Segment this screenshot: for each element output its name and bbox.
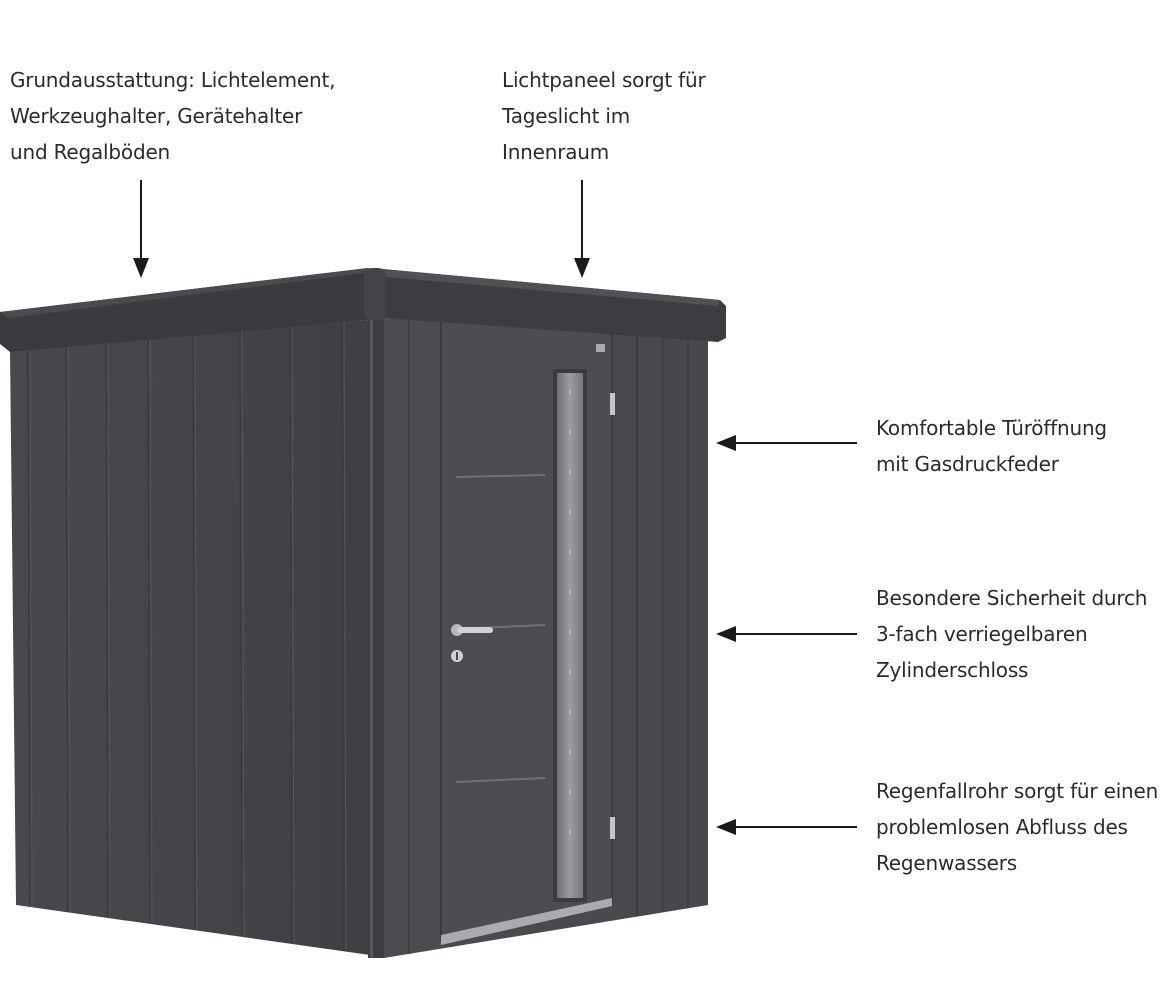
annotation-line: Regenwassers [876, 851, 1017, 875]
door-badge [596, 344, 605, 352]
annotation-line: mit Gasdruckfeder [876, 452, 1059, 476]
annotation-line: Besondere Sicherheit durch [876, 586, 1148, 610]
annotation-line: Innenraum [502, 140, 610, 164]
annotation-line: Werkzeughalter, Gerätehalter [10, 104, 303, 128]
shed-roof [0, 268, 726, 352]
hinge-bottom [610, 817, 615, 839]
annotation-line: Grundausstattung: Lichtelement, [10, 68, 336, 92]
annotation-line: Tageslicht im [502, 104, 631, 128]
annotation-security: Besondere Sicherheit durch 3-fach verrie… [876, 580, 1147, 688]
annotation-equipment: Grundausstattung: Lichtelement, Werkzeug… [10, 62, 336, 170]
annotation-line: problemlosen Abfluss des [876, 815, 1128, 839]
annotation-light-panel: Lichtpaneel sorgt für Tageslicht im Inne… [502, 62, 706, 170]
annotation-door-opening: Komfortable Türöffnung mit Gasdruckfeder [876, 410, 1107, 482]
door-handle[interactable] [451, 624, 493, 636]
annotation-line: Zylinderschloss [876, 658, 1029, 682]
annotation-line: Regenfallrohr sorgt für einen [876, 779, 1159, 803]
lock-cylinder-icon[interactable] [451, 650, 463, 662]
annotation-line: Lichtpaneel sorgt für [502, 68, 706, 92]
annotation-line: 3-fach verriegelbaren [876, 622, 1088, 646]
annotation-line: Komfortable Türöffnung [876, 416, 1107, 440]
hinge-top [610, 393, 615, 415]
shed-side-wall [10, 320, 370, 955]
annotation-downpipe: Regenfallrohr sorgt für einen problemlos… [876, 773, 1158, 881]
door-threshold [441, 898, 612, 945]
shed-door [440, 319, 615, 945]
door-window [553, 369, 587, 902]
shed-corner-post [368, 318, 384, 958]
annotation-line: und Regalböden [10, 140, 171, 164]
